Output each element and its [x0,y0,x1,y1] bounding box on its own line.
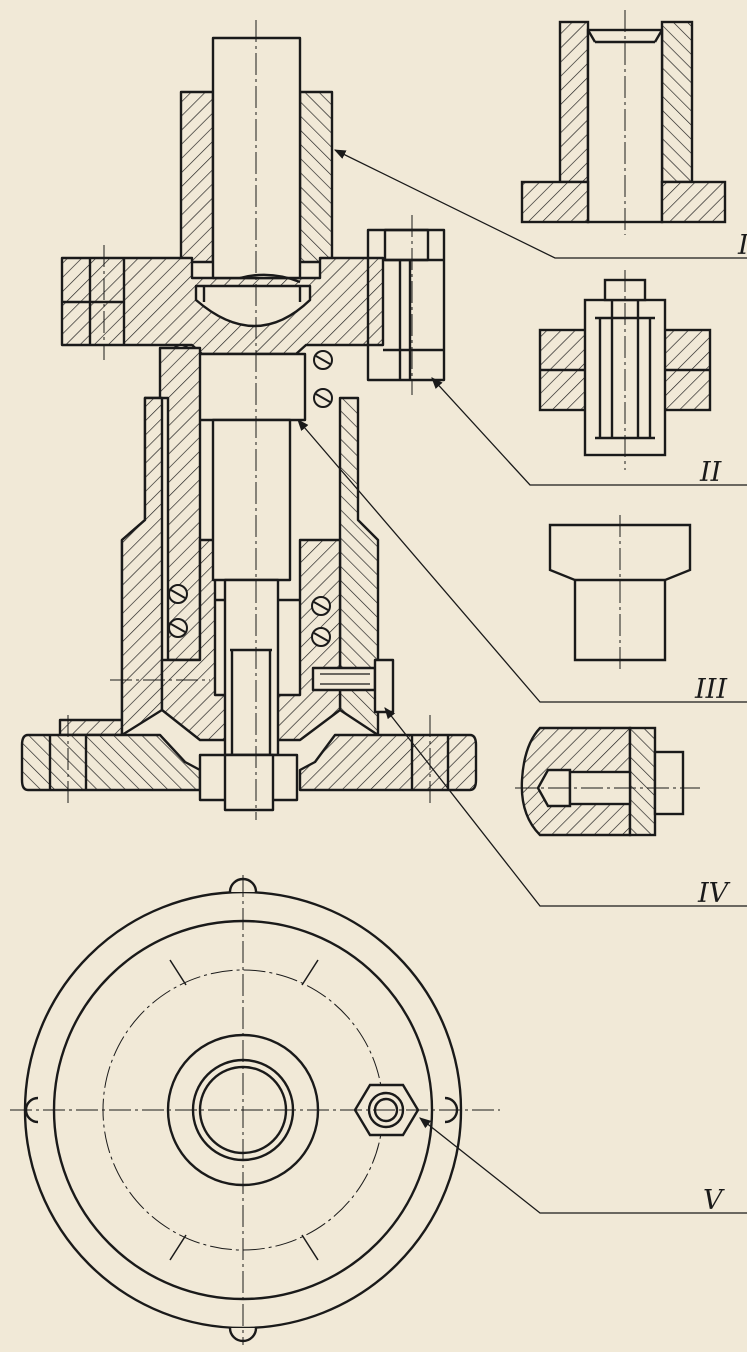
callout-label-v: V [703,1185,725,1216]
spring-coils-bottom [168,584,331,647]
lower-shaft [211,418,292,582]
leader-ii [431,377,747,486]
callout-label-ii: II [699,457,723,488]
callout-label-i: I [737,230,747,261]
leader-i [333,149,747,259]
base-flange [20,733,202,792]
leader-iii [297,419,747,703]
callout-label-iii: III [694,674,728,705]
callout-label-iv: IV [697,878,731,909]
upper-bushing-right-wall [298,90,334,264]
detail-ii [538,270,712,470]
housing-core [160,538,342,742]
center-lines [67,20,431,820]
leader-iv [384,707,747,907]
detail-iii [548,515,692,670]
housing-left-wall [120,396,164,737]
set-screw [311,666,377,692]
detail-i [520,10,727,235]
leader-lines [297,149,747,1214]
leader-v [419,1117,747,1214]
detail-iv [515,726,700,837]
spherical-socket [194,284,312,328]
upper-bushing-left-wall [179,90,215,264]
housing-body [143,346,202,662]
main-section-view [20,36,478,812]
plunger-block [197,352,307,422]
bolt-head [383,228,430,262]
